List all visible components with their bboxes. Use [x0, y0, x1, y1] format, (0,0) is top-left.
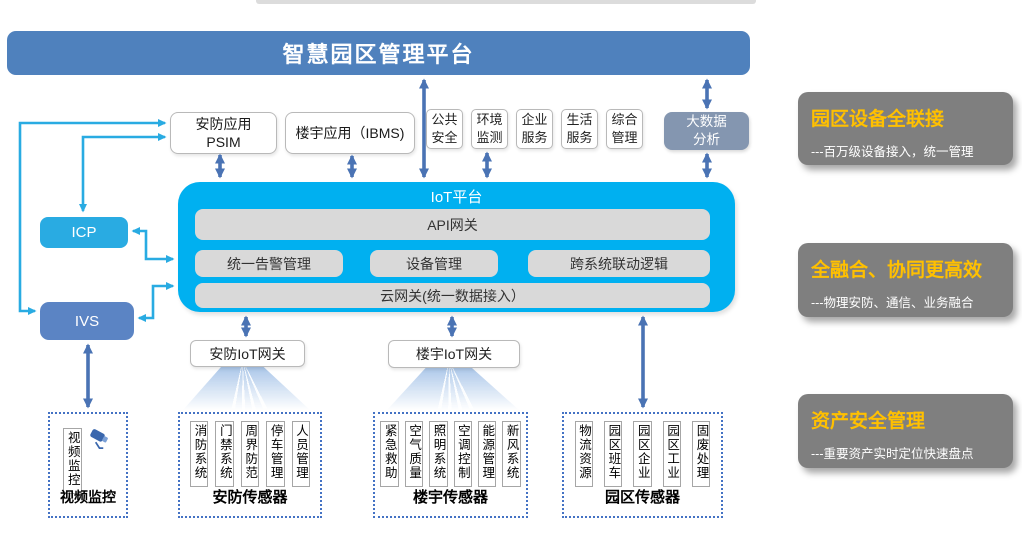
app-chip: 环境监测 [471, 109, 508, 149]
sensor-column: 物流资源 [574, 421, 593, 487]
campus-sensors-group: 物流资源园区班车园区企业园区工业固废处理 园区传感器 [562, 412, 723, 518]
signal-fan-security [183, 364, 310, 410]
sensor-column: 园区班车 [603, 421, 623, 487]
linkage-module-bar: 跨系统联动逻辑 [528, 250, 710, 277]
benefit-card-asset-safety: 资产安全管理 ---重要资产实时定位快速盘点 [798, 394, 1013, 468]
device-module-bar: 设备管理 [370, 250, 498, 277]
signal-fan-building [387, 364, 519, 410]
campus-group-label: 园区传感器 [604, 489, 680, 506]
app-chip: 综合管理 [606, 109, 643, 149]
benefit-card-connectivity: 园区设备全联接 ---百万级设备接入，统一管理 [798, 92, 1013, 165]
sensor-column: 新风系统 [502, 421, 521, 487]
iot-platform-title: IoT平台 [430, 189, 483, 206]
building-sensors-group: 紧急救助空气质量照明系统空调控制能源管理新风系统 楼宇传感器 [373, 412, 528, 518]
sensor-column: 视频监控 [63, 428, 82, 494]
api-gateway-bar: API网关 [195, 209, 710, 240]
psim-app-box: 安防应用 PSIM [170, 112, 277, 154]
sensor-column: 人员管理 [291, 421, 310, 487]
sensor-column: 照明系统 [429, 421, 448, 487]
benefit-desc: ---百万级设备接入，统一管理 [811, 145, 974, 159]
bigdata-analysis-label: 大数据分析 [686, 113, 727, 147]
app-chip-row: 公共安全环境监测企业服务生活服务综合管理 [426, 109, 643, 149]
benefit-title: 全融合、协同更高效 [811, 260, 983, 281]
building-iot-gateway-box: 楼宇IoT网关 [388, 340, 520, 368]
app-chip: 企业服务 [516, 109, 553, 149]
benefit-title: 资产安全管理 [811, 411, 926, 432]
sensor-column: 紧急救助 [380, 421, 399, 487]
psim-line2: PSIM [206, 134, 241, 150]
video-monitor-group: 视频监控 视频监控 [48, 412, 128, 518]
security-group-label: 安防传感器 [212, 489, 288, 506]
campus-columns: 物流资源园区班车园区企业园区工业固废处理 [564, 421, 721, 487]
benefit-desc: ---物理安防、通信、业务融合 [811, 296, 974, 310]
sensor-column: 空调控制 [453, 421, 472, 487]
sensor-column: 空气质量 [404, 421, 424, 487]
sensor-column: 门禁系统 [215, 421, 234, 487]
app-chip: 公共安全 [426, 109, 463, 149]
app-chip: 生活服务 [561, 109, 598, 149]
building-columns: 紧急救助空气质量照明系统空调控制能源管理新风系统 [375, 421, 526, 487]
security-sensors-group: 消防系统门禁系统周界防范停车管理人员管理 安防传感器 [178, 412, 322, 518]
security-iot-gateway-box: 安防IoT网关 [190, 340, 305, 367]
platform-banner: 智慧园区管理平台 [7, 31, 750, 75]
sensor-column: 园区企业 [633, 421, 652, 487]
building-group-label: 楼宇传感器 [412, 489, 488, 506]
sensor-column: 能源管理 [477, 421, 497, 487]
sensor-column: 固废处理 [692, 421, 711, 487]
benefit-desc: ---重要资产实时定位快速盘点 [811, 447, 974, 461]
security-columns: 消防系统门禁系统周界防范停车管理人员管理 [180, 421, 320, 487]
sensor-column: 消防系统 [190, 421, 209, 487]
video-group-label: 视频监控 [60, 489, 116, 505]
icp-box: ICP [40, 217, 128, 248]
psim-line1: 安防应用 [195, 115, 252, 132]
camera-icon [89, 429, 108, 449]
alarm-module-bar: 统一告警管理 [195, 250, 343, 277]
video-columns: 视频监控 [63, 428, 82, 494]
ibms-label: 楼宇应用（IBMS) [295, 125, 405, 141]
benefit-title: 园区设备全联接 [811, 109, 945, 130]
ivs-box: IVS [40, 302, 134, 340]
sensor-column: 周界防范 [240, 421, 260, 487]
top-edge-strip [256, 0, 756, 4]
cloud-gateway-bar: 云网关(统一数据接入） [195, 283, 710, 308]
iot-platform: IoT平台 API网关 统一告警管理 设备管理 跨系统联动逻辑 云网关(统一数据… [178, 182, 735, 312]
platform-banner-title: 智慧园区管理平台 [282, 42, 475, 67]
ibms-app-box: 楼宇应用（IBMS) [285, 112, 415, 154]
sensor-column: 停车管理 [266, 421, 285, 487]
benefit-card-convergence: 全融合、协同更高效 ---物理安防、通信、业务融合 [798, 243, 1013, 317]
bigdata-analysis-box: 大数据分析 [664, 112, 749, 150]
sensor-column: 园区工业 [662, 421, 682, 487]
